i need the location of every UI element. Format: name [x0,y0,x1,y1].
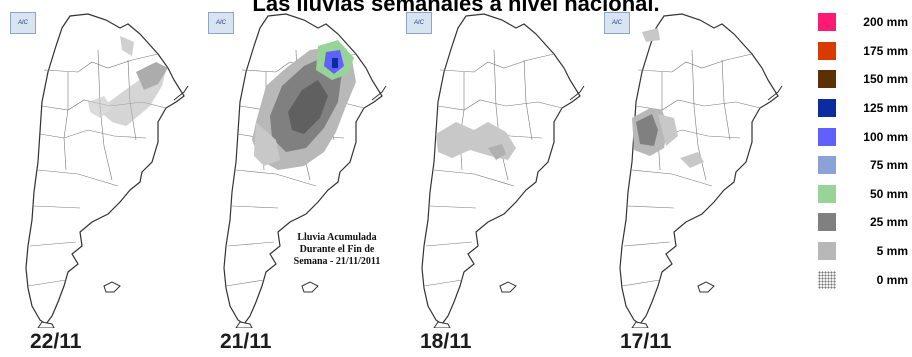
legend-swatch [818,242,836,261]
legend-entry: 100 mm [818,122,910,151]
legend-swatch [818,127,836,146]
legend-label: 50 mm [869,186,908,201]
legend-swatch [818,213,836,232]
map-date-label: 17/11 [620,330,672,353]
legend-entry: 75 mm [818,151,910,180]
legend-entry: 25 mm [818,208,910,237]
legend-swatch [818,184,836,203]
aic-logo: AIC [208,12,234,34]
legend-label: 25 mm [869,215,908,230]
rainfall-legend: 200 mm 175 mm 150 mm 125 mm 100 mm 75 mm… [818,8,910,294]
legend-swatch [818,13,836,32]
map-date-label: 18/11 [420,330,472,353]
legend-entry: 175 mm [818,37,910,66]
rain-map-17-11: AIC [602,10,792,328]
rain-map-21-11: AIC Lluvia Acumulada Durante el Fin de S… [206,10,396,328]
accumulated-rain-note: Lluvia Acumulada Durante el Fin de Seman… [293,232,381,267]
aic-logo: AIC [10,12,36,34]
legend-label: 75 mm [869,158,908,173]
legend-entry: 50 mm [818,180,910,209]
legend-swatch [818,99,836,118]
legend-entry: 5 mm [818,237,910,266]
legend-label: 5 mm [876,244,908,259]
legend-label: 200 mm [863,15,908,30]
page-title: Las lluvias semanales a nivel nacional. [252,0,660,16]
rain-map-18-11: AIC [404,10,594,328]
legend-label: 175 mm [863,43,908,58]
legend-swatch [818,41,836,60]
legend-swatch [818,270,836,289]
legend-label: 150 mm [863,72,908,87]
map-date-label: 22/11 [30,330,82,353]
legend-entry: 0 mm [818,265,910,294]
aic-logo: AIC [406,12,432,34]
legend-label: 125 mm [863,101,908,116]
rain-map-22-11: AIC [8,10,198,328]
legend-label: 0 mm [876,272,908,287]
legend-swatch [818,156,836,175]
legend-label: 100 mm [863,129,908,144]
legend-swatch [818,70,836,89]
legend-entry: 200 mm [818,8,910,37]
legend-entry: 150 mm [818,65,910,94]
map-date-label: 21/11 [220,330,272,353]
aic-logo: AIC [604,12,630,34]
legend-entry: 125 mm [818,94,910,123]
